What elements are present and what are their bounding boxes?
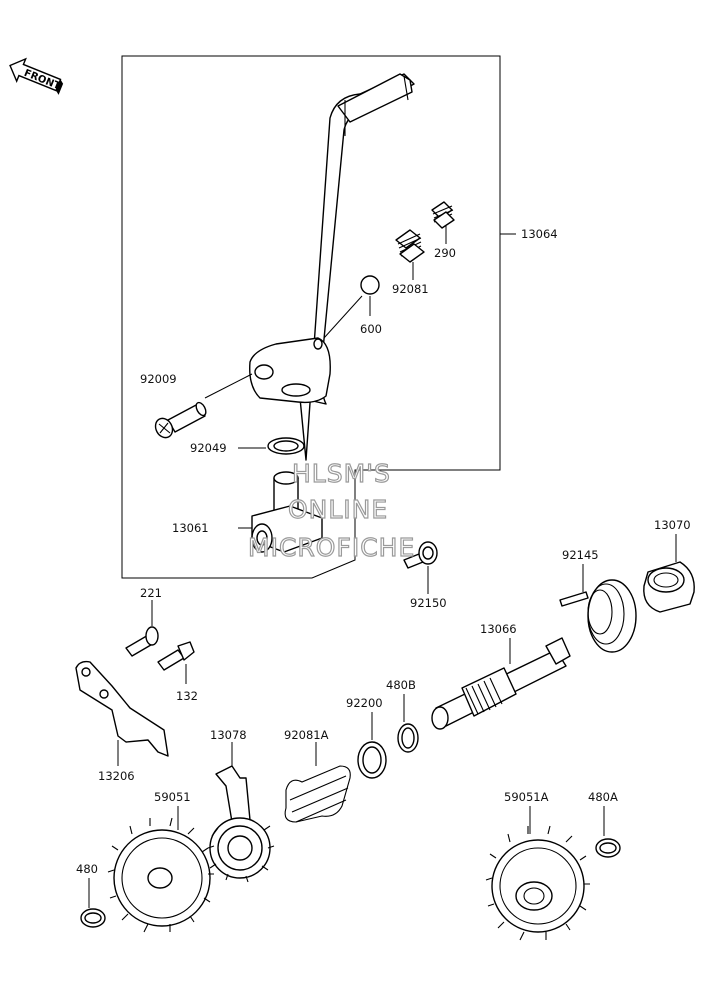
- label-92081: 92081: [392, 282, 429, 296]
- label-92150: 92150: [410, 596, 447, 610]
- spring-290: [431, 201, 455, 229]
- front-direction-arrow: FRONT: [9, 57, 64, 95]
- watermark-line-1: HLSM'S: [292, 459, 391, 488]
- kick-pedal-lever: [249, 73, 415, 461]
- bolt-221: [125, 626, 159, 657]
- label-92081A: 92081A: [284, 728, 329, 742]
- label-92049: 92049: [190, 441, 227, 455]
- label-290: 290: [434, 246, 456, 260]
- plate-13206: [75, 660, 169, 757]
- label-13206: 13206: [98, 769, 135, 783]
- label-13064: 13064: [521, 227, 558, 241]
- gear-59051A: [485, 825, 590, 941]
- label-480B: 480B: [386, 678, 416, 692]
- label-92145: 92145: [562, 548, 599, 562]
- label-480: 480: [76, 862, 98, 876]
- watermark-line-2: ONLINE: [288, 495, 388, 524]
- bolt-132: [157, 641, 195, 671]
- washer-92200: [357, 741, 387, 779]
- label-13061: 13061: [172, 521, 209, 535]
- spring-92081A: [284, 765, 351, 823]
- bolt-92150: [403, 541, 438, 569]
- ratchet-13078: [207, 765, 275, 883]
- collar-13070: [643, 561, 695, 613]
- label-13066: 13066: [480, 622, 517, 636]
- spring-92145: [559, 579, 637, 653]
- label-59051A: 59051A: [504, 790, 549, 804]
- label-480A: 480A: [588, 790, 618, 804]
- label-600: 600: [360, 322, 382, 336]
- washer-92049: [267, 437, 305, 455]
- ball-600: [360, 275, 380, 295]
- bolt-92009: [154, 401, 207, 439]
- watermark-line-3: MICROFICHE: [248, 533, 415, 562]
- kickshaft-13066: [431, 637, 571, 730]
- label-132: 132: [176, 689, 198, 703]
- gear-59051: [107, 817, 214, 933]
- watermark: HLSM'S ONLINE MICROFICHE: [247, 458, 415, 562]
- circlip-480: [80, 908, 106, 928]
- spring-92081: [395, 229, 425, 263]
- circlip-480A: [595, 838, 621, 858]
- label-59051: 59051: [154, 790, 191, 804]
- label-92200: 92200: [346, 696, 383, 710]
- label-13078: 13078: [210, 728, 247, 742]
- kick-boss-13061: [251, 471, 323, 553]
- label-221: 221: [140, 586, 162, 600]
- label-92009: 92009: [140, 372, 177, 386]
- assembly-13064-frame: [121, 55, 501, 579]
- label-13070: 13070: [654, 518, 691, 532]
- circlip-480B: [397, 723, 419, 753]
